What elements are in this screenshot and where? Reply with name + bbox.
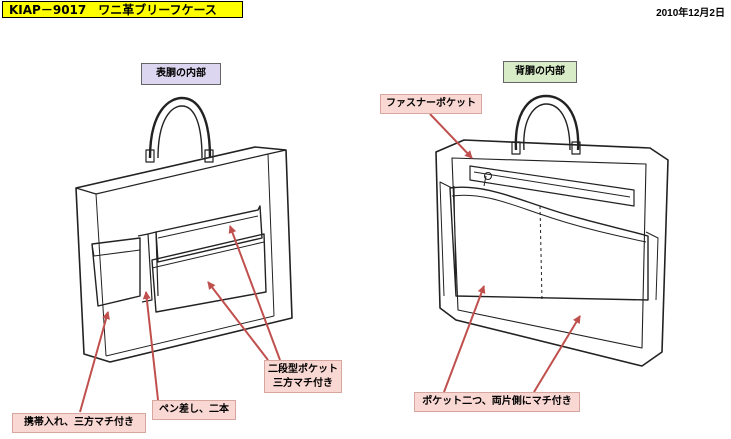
- callout-arrows: [79, 113, 581, 413]
- double-pocket-callout: 二段型ポケット 三方マチ付き: [264, 360, 342, 393]
- front-interior-heading: 表胴の内部: [141, 63, 221, 85]
- zipper-pocket-callout: ファスナーポケット: [380, 94, 482, 114]
- back-briefcase-sketch: [435, 94, 669, 367]
- arrow-lower-pocket: [207, 281, 269, 361]
- arrow-left-pocket: [443, 285, 486, 393]
- two-pockets-callout: ポケット二つ、両片側にマチ付き: [414, 392, 580, 412]
- double-pocket-callout-line2: 三方マチ付き: [273, 378, 333, 389]
- arrow-zipper-pocket: [429, 113, 473, 159]
- arrow-right-pocket: [533, 315, 581, 393]
- document-title: KIAP－9017 ワニ革ブリーフケース: [2, 1, 243, 18]
- back-interior-heading: 背胴の内部: [503, 61, 577, 83]
- arrow-pen-holder: [142, 291, 159, 401]
- document-date: 2010年12月2日: [656, 8, 725, 19]
- double-pocket-callout-line1: 二段型ポケット: [268, 364, 338, 375]
- arrow-upper-pocket: [228, 225, 281, 361]
- arrow-phone-holder: [79, 311, 110, 413]
- front-briefcase-sketch: [75, 96, 293, 363]
- phone-holder-callout: 携帯入れ、三方マチ付き: [12, 413, 146, 433]
- pen-holder-callout: ペン差し、二本: [152, 400, 236, 420]
